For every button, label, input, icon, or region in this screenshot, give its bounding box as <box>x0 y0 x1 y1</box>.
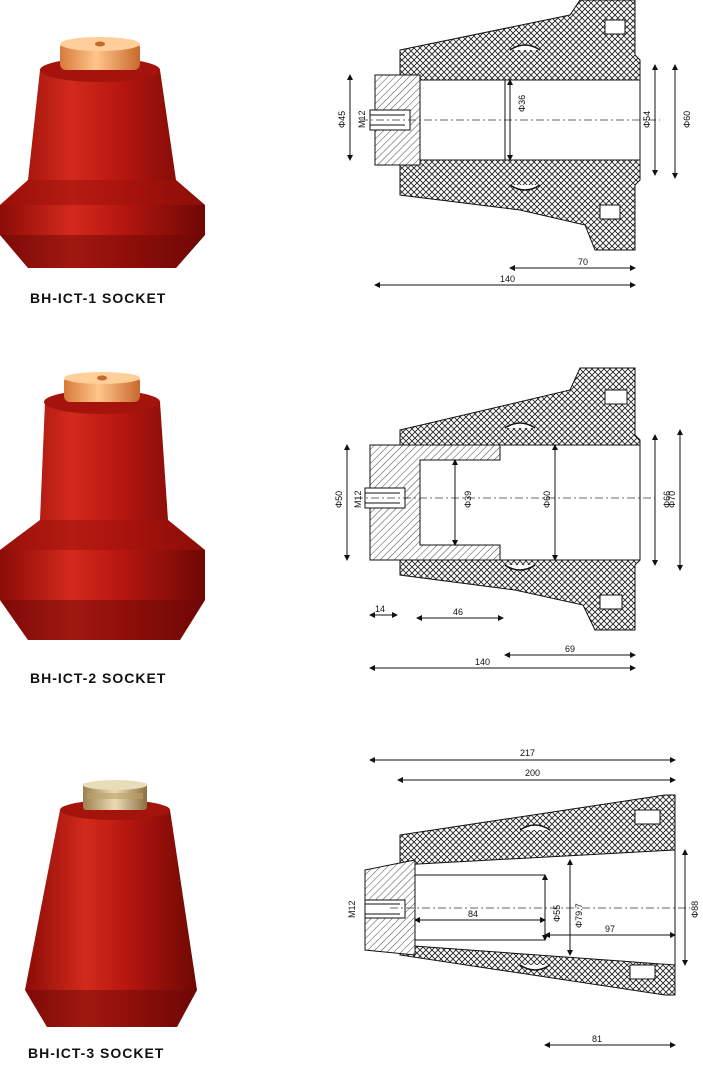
caption-2: BH-ICT-2 SOCKET <box>30 670 167 686</box>
dim-len-mid: 97 <box>605 924 615 934</box>
dim-len-total: 140 <box>500 274 515 284</box>
drawing-3: 217 200 M12 84 Φ55 Φ79.7 97 Φ88 81 <box>347 748 700 1048</box>
dim-len-bore: 84 <box>468 909 478 919</box>
product-panel-2: BH-ICT-2 SOCKET Φ50 M12 Φ39 Φ60 Φ66 Φ70 … <box>0 360 703 700</box>
caption-1: BH-ICT-1 SOCKET <box>30 290 167 306</box>
dim-len-top2: 200 <box>525 768 540 778</box>
dim-d-mid: Φ60 <box>542 491 552 508</box>
product-panel-3: BH-ICT-3 SOCKET 217 200 M12 84 Φ55 Φ79.7… <box>0 740 703 1070</box>
dim-d-bore: Φ55 <box>552 905 562 922</box>
dim-d-mid: Φ79.7 <box>574 903 584 928</box>
product-panel-1: BH-ICT-1 SOCKET Φ45 M12 Φ36 Φ54 Φ60 70 1… <box>0 0 703 330</box>
dim-d-mouth: Φ60 <box>682 111 692 128</box>
dim-d-outer: Φ50 <box>334 491 344 508</box>
socket-photo-1 <box>0 37 205 268</box>
dim-d-bore: Φ36 <box>517 95 527 112</box>
dim-d-mouth: Φ88 <box>690 901 700 918</box>
dim-thread: M12 <box>347 900 357 918</box>
caption-3: BH-ICT-3 SOCKET <box>28 1045 165 1061</box>
dim-len-total: 140 <box>475 657 490 667</box>
drawing-1: Φ45 M12 Φ36 Φ54 Φ60 70 140 <box>337 0 692 288</box>
dim-d-mid: Φ54 <box>642 111 652 128</box>
dim-d-mouth: Φ70 <box>667 491 677 508</box>
dim-d-bore: Φ39 <box>463 491 473 508</box>
dim-d-inner: Φ66 <box>662 491 672 508</box>
dim-thread: M12 <box>357 110 367 128</box>
dim-len-bottom: 81 <box>592 1034 602 1044</box>
dim-len-b: 46 <box>453 607 463 617</box>
dim-len-c: 69 <box>565 644 575 654</box>
dim-len-a: 14 <box>375 604 385 614</box>
dim-d-outer: Φ45 <box>337 111 347 128</box>
socket-photo-3 <box>25 780 197 1027</box>
drawing-2: Φ50 M12 Φ39 Φ60 Φ66 Φ70 14 46 69 140 <box>334 367 683 671</box>
socket-photo-2 <box>0 372 205 640</box>
dim-len-top1: 217 <box>520 748 535 758</box>
dim-len-a: 70 <box>578 257 588 267</box>
dim-thread: M12 <box>353 490 363 508</box>
